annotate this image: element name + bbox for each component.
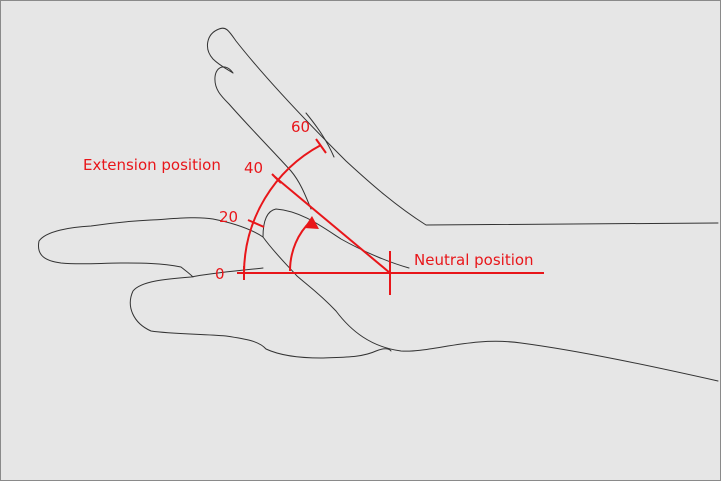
extension-axis-line — [274, 176, 391, 274]
range-arc — [243, 144, 322, 274]
tick-mark-60 — [315, 138, 327, 154]
tick-mark-20 — [247, 219, 265, 228]
middle-finger-outline — [214, 66, 312, 210]
wrist-lower-edge — [262, 236, 719, 382]
tick-label-40: 40 — [244, 159, 263, 177]
hand-outline — [37, 27, 719, 382]
tick-label-20: 20 — [219, 208, 238, 226]
index-finger-outline — [207, 27, 719, 226]
tick-mark-40 — [271, 173, 282, 184]
goniometer-annotation — [237, 138, 544, 295]
tick-label-60: 60 — [291, 118, 310, 136]
motion-arrowhead — [304, 216, 319, 229]
thumb-outline — [262, 208, 410, 269]
motion-arc — [289, 220, 312, 272]
extended-finger-outline — [37, 217, 264, 278]
neutral-position-label: Neutral position — [414, 251, 534, 269]
extension-position-label: Extension position — [83, 156, 221, 174]
finger-crease — [305, 112, 335, 158]
tick-label-0: 0 — [215, 265, 225, 283]
curled-fingers-outline — [129, 267, 392, 359]
